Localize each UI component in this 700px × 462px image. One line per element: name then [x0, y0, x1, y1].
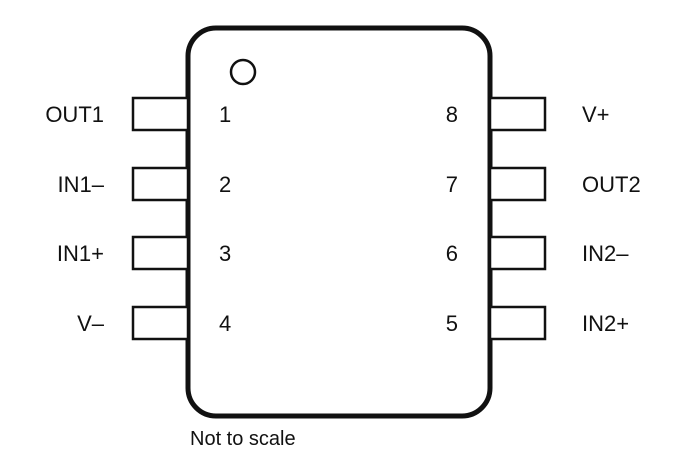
pin-lead-3	[131, 235, 190, 271]
pin-label-5: IN2+	[582, 311, 629, 336]
pin-number-3: 3	[219, 241, 231, 266]
pin-lead-2	[131, 166, 190, 202]
package-body	[185, 25, 493, 419]
pin-lead-4	[131, 305, 190, 341]
pin-number-1: 1	[219, 102, 231, 127]
pin-number-7: 7	[446, 172, 458, 197]
pin-label-6: IN2–	[582, 241, 629, 266]
scale-caption: Not to scale	[190, 428, 296, 450]
pin-label-4: V–	[77, 311, 105, 336]
pin-lead-5	[488, 305, 547, 341]
pin-lead-6	[488, 235, 547, 271]
pin-lead-7	[488, 166, 547, 202]
pin-lead-8	[488, 96, 547, 132]
pin1-orientation-dot	[229, 58, 257, 86]
pin-number-4: 4	[219, 311, 231, 336]
pin-label-1: OUT1	[45, 102, 104, 127]
pin-label-2: IN1–	[58, 172, 105, 197]
pin-number-8: 8	[446, 102, 458, 127]
pin-number-5: 5	[446, 311, 458, 336]
pin-label-3: IN1+	[57, 241, 104, 266]
pin-label-8: V+	[582, 102, 610, 127]
pin-number-2: 2	[219, 172, 231, 197]
pin-number-6: 6	[446, 241, 458, 266]
pin-lead-1	[131, 96, 190, 132]
pin-label-7: OUT2	[582, 172, 641, 197]
